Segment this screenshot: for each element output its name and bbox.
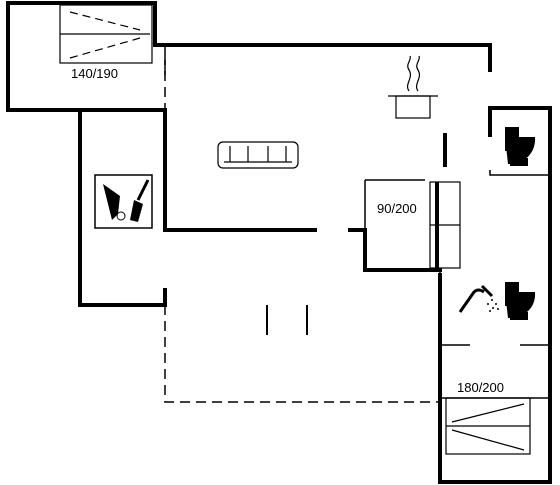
- bed-size-label-top: 140/190: [71, 66, 118, 81]
- walls: [6, 1, 552, 484]
- thin-walls: [164, 45, 550, 399]
- door-markers: [266, 305, 308, 335]
- bed-icon: [59, 4, 153, 64]
- toilet-icon: [505, 282, 536, 320]
- stove-pot-icon: [388, 55, 438, 119]
- sofa-icon: [217, 141, 299, 169]
- bed-size-label-middle: 90/200: [377, 201, 417, 216]
- toilet-icon: [505, 127, 536, 166]
- utility-tools-icon: [94, 174, 153, 229]
- bed-icon: [429, 181, 461, 269]
- shower-icon: [458, 284, 499, 313]
- dashed-boundary: [164, 55, 440, 403]
- bed-icon: [445, 397, 531, 455]
- bed-size-label-bottom: 180/200: [457, 380, 504, 395]
